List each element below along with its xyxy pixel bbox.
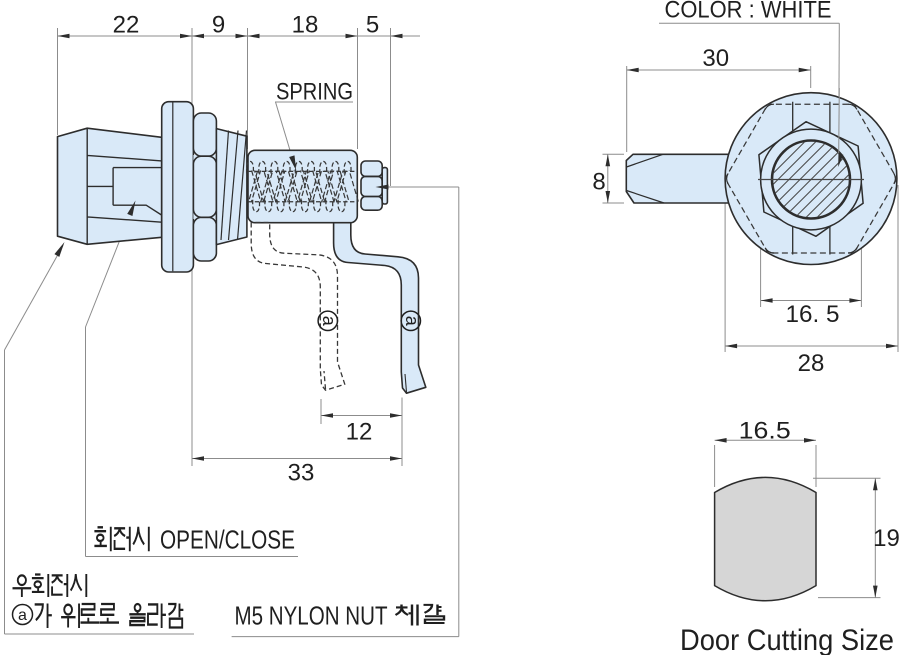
svg-text:22: 22 <box>113 12 140 39</box>
svg-text:30: 30 <box>702 45 729 72</box>
svg-text:28: 28 <box>798 350 825 377</box>
svg-text:COLOR : WHITE: COLOR : WHITE <box>665 0 832 24</box>
svg-text:19: 19 <box>873 525 900 552</box>
svg-text:SPRING: SPRING <box>276 79 353 106</box>
svg-text:a: a <box>402 316 422 327</box>
svg-text:18: 18 <box>292 12 319 39</box>
svg-text:16. 5: 16. 5 <box>786 301 840 328</box>
svg-text:OPEN/CLOSE: OPEN/CLOSE <box>160 525 295 555</box>
svg-text:a: a <box>319 316 339 327</box>
svg-text:33: 33 <box>288 460 315 487</box>
svg-text:a: a <box>18 607 27 624</box>
svg-text:9: 9 <box>212 12 225 39</box>
svg-text:8: 8 <box>592 169 605 196</box>
svg-text:16.5: 16.5 <box>739 418 791 445</box>
svg-text:Door Cutting Size: Door Cutting Size <box>680 624 894 655</box>
svg-text:M5 NYLON NUT: M5 NYLON NUT <box>235 601 388 631</box>
svg-text:5: 5 <box>366 12 379 39</box>
svg-text:12: 12 <box>346 419 373 446</box>
